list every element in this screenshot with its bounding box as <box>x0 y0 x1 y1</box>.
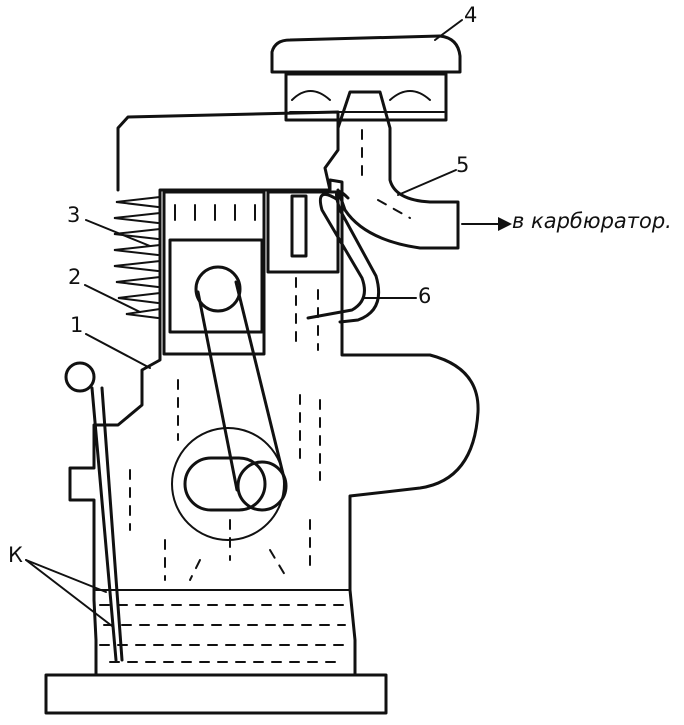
ventilation-tube <box>306 192 366 320</box>
crank-pin <box>236 460 288 512</box>
label-5: 5 <box>456 153 469 177</box>
piston-pin <box>194 265 242 313</box>
oil-sump <box>95 589 351 663</box>
leader-lines <box>25 19 463 627</box>
crankcase-outline <box>68 178 480 677</box>
piston <box>168 238 264 334</box>
base-plate <box>44 673 388 715</box>
valve-chamber <box>266 190 340 351</box>
dipstick <box>64 361 124 662</box>
ventilation-tube-inner <box>334 189 381 324</box>
cylinder-head <box>116 110 340 192</box>
crankshaft <box>171 427 285 541</box>
label-6: 6 <box>418 284 431 308</box>
breather-pipe <box>336 90 460 250</box>
label-k: К <box>8 543 23 567</box>
label-2: 2 <box>68 265 81 289</box>
cooling-fins <box>113 196 161 319</box>
label-1: 1 <box>70 313 83 337</box>
air-filter <box>270 34 462 122</box>
oil-mist <box>129 379 321 581</box>
label-to-carburetor: в карбюратор. <box>512 209 672 233</box>
label-3: 3 <box>67 203 80 227</box>
label-4: 4 <box>464 3 477 27</box>
breather-pipe-flow <box>361 129 411 219</box>
cylinder-bore <box>162 190 266 356</box>
head-shading <box>174 204 256 221</box>
carburetor-arrowhead <box>498 217 512 231</box>
